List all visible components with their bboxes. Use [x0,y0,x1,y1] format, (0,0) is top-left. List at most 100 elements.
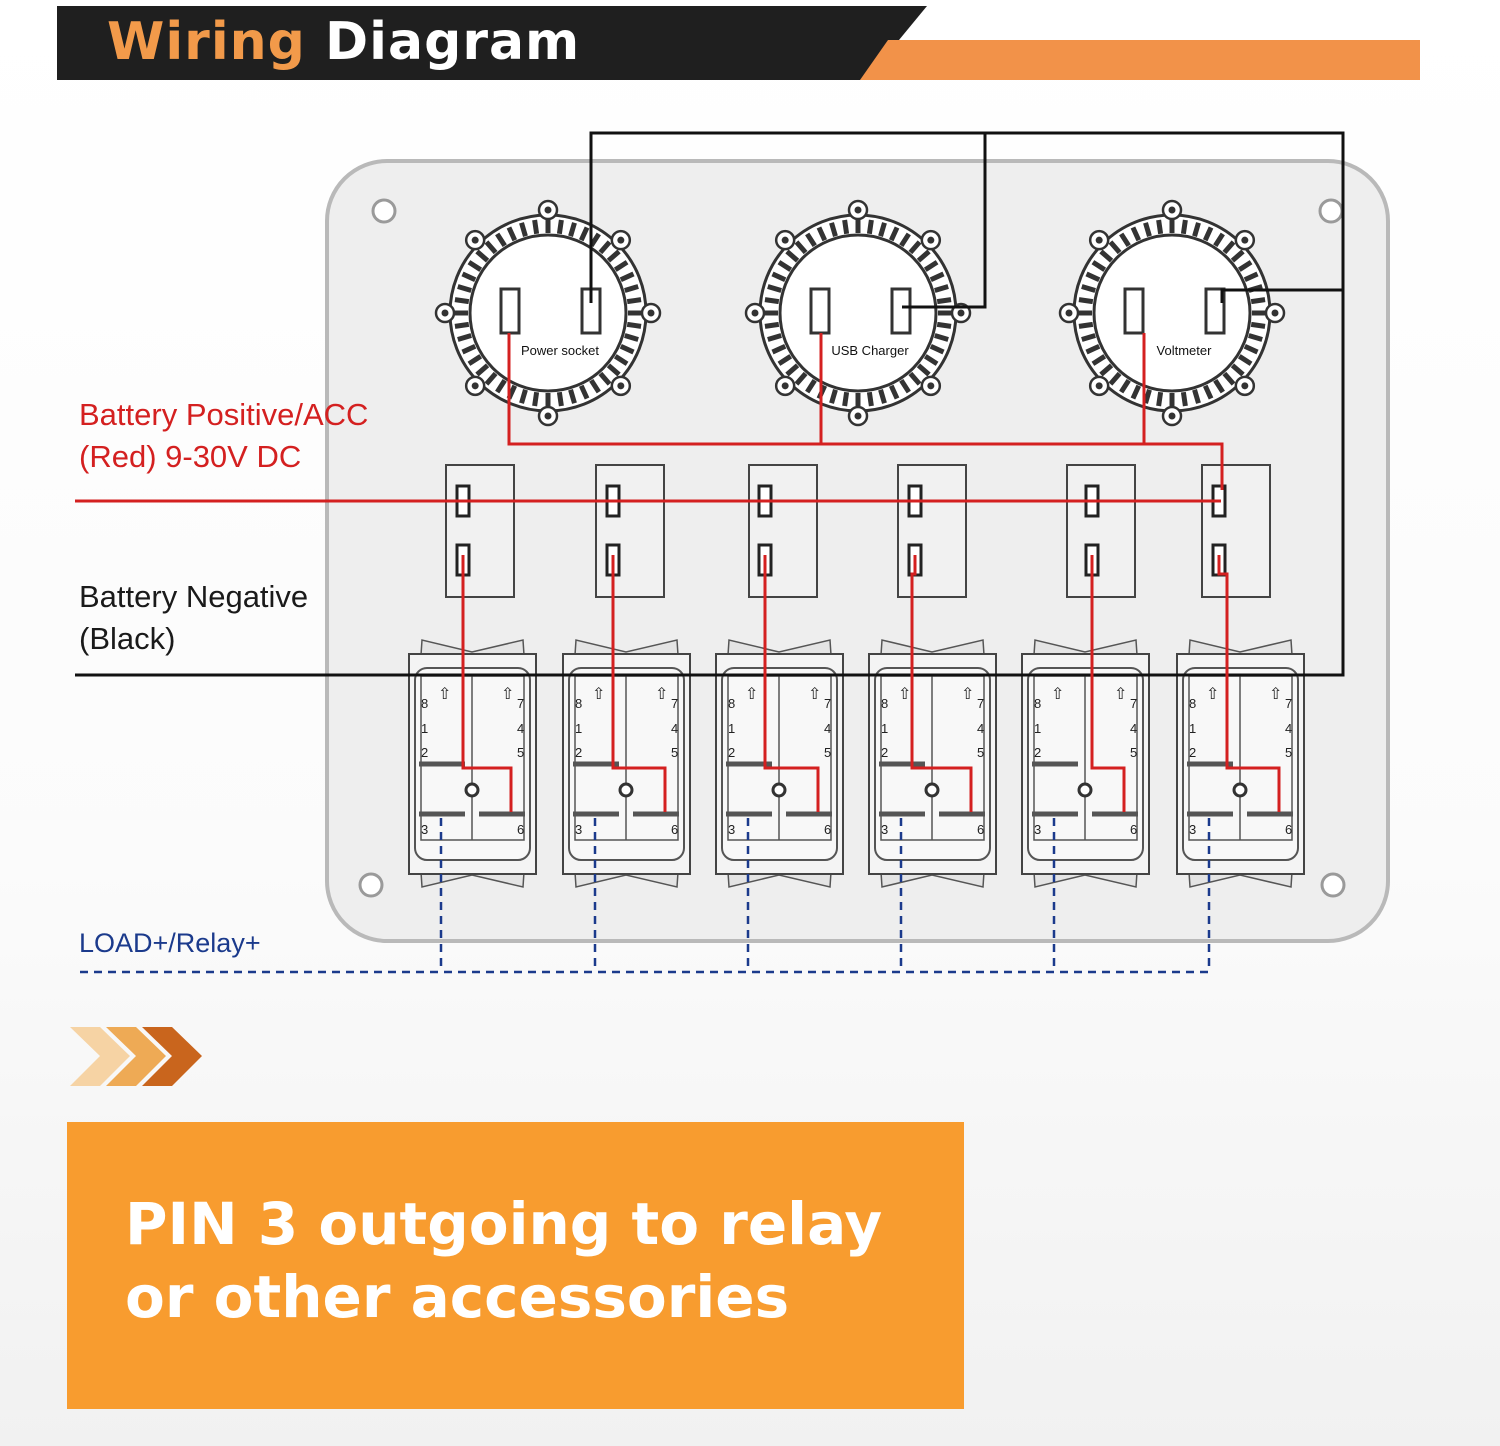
pin-number: 2 [1034,745,1041,760]
gauge-tooth [1091,260,1107,272]
switch-feed-wire [1217,555,1281,812]
fuse-holder-5 [1066,464,1136,598]
gauge-tooth [916,249,931,263]
gauge-tooth [1085,271,1101,283]
gauge-lug-hole [544,412,552,420]
gauge-tooth [1130,384,1142,400]
gauge-lug-hole [647,309,655,317]
gauge-lug-hole [544,206,552,214]
gauge-tooth [1143,389,1152,404]
gauge-lug-hole [957,309,965,317]
gauge-tooth [613,354,629,366]
pin-number: 4 [671,721,678,736]
negative-usb-wire [902,133,987,309]
gauge-lug-hole [927,382,935,390]
lamp-arrow-icon: ⇧ [1269,686,1282,703]
gauge-tooth [1156,219,1164,235]
gauge-lug-hole [781,382,789,390]
gauge-tooth [495,378,507,394]
gauge-tooth [842,391,850,407]
gauge-tooth [1192,222,1201,237]
pin-number: 3 [728,822,735,837]
pin-number: 7 [1130,696,1137,711]
switch-feed-wire [910,555,973,812]
pin-number: 5 [977,745,984,760]
pin-number: 4 [1285,721,1292,736]
gauge-terminal-positive [499,287,521,335]
pin-number: 6 [671,822,678,837]
gauge-terminal-negative [1204,287,1226,335]
pin-number: 2 [1189,745,1196,760]
gauge-face [1092,233,1252,393]
gauge-tooth [1085,343,1101,355]
gauge-tooth [888,226,900,242]
battery-negative-line1: Battery Negative [79,579,309,614]
gauge-tooth [461,343,477,355]
gauge-lug-hole [1241,236,1249,244]
pin-number: 5 [517,745,524,760]
switch-feed-wire [461,555,513,812]
gauge-tooth [1119,232,1131,248]
gauge-1: Power socket [434,199,662,427]
lamp-arrow-icon: ⇧ [898,686,911,703]
gauge-tooth [934,284,949,293]
gauge-tooth [1248,333,1263,342]
gauge-tooth [866,391,874,407]
lamp-arrow-icon: ⇧ [961,686,974,703]
gauge-lug-hole [1241,382,1249,390]
gauge-tooth [1081,284,1096,293]
pin-number: 1 [575,721,582,736]
gauge-tooth [606,249,621,263]
pin-number: 5 [1285,745,1292,760]
pin-number: 6 [824,822,831,837]
gauge-tooth [777,354,793,366]
gauge-tooth [936,297,952,305]
gauge-2: USB Charger [744,199,972,427]
pin-number: 2 [728,745,735,760]
gauge-tooth [1237,354,1253,366]
battery-positive-label: Battery Positive/ACC (Red) 9-30V DC [79,394,368,478]
gauge-face [468,233,628,393]
gauge-tooth [794,371,808,386]
mounting-hole [1320,872,1346,898]
gauge-tooth [1243,271,1259,283]
gauge-lug-hole [1065,309,1073,317]
gauge-tooth [767,333,782,342]
switch-feed-wire [611,555,667,812]
lamp-arrow-icon: ⇧ [501,686,514,703]
gauge-lug-hole [1271,309,1279,317]
switch-pivot [924,782,940,798]
gauge-tooth [454,321,470,329]
pin-number: 7 [517,696,524,711]
gauge-tooth [1078,297,1094,305]
switch-wires [461,555,1281,812]
pin-number: 2 [575,745,582,760]
title-word-diagram: Diagram [325,12,581,72]
negative-wiring [75,131,1345,677]
gauge-tooth [589,378,601,394]
gauge-terminal-positive [1123,287,1145,335]
chevron-icon [106,1027,166,1086]
pin-number: 6 [1285,822,1292,837]
gauge-tooth [1108,371,1122,386]
pin-number: 8 [575,696,582,711]
fuse-holder-2 [595,464,665,598]
pin-number: 3 [1189,822,1196,837]
gauge-tooth [467,354,483,366]
gauge-tooth [1222,371,1236,386]
load-relay-label: LOAD+/Relay+ [79,928,261,958]
gauge-tooth [1099,249,1114,263]
header-bar [57,6,927,80]
mounting-hole [371,198,397,224]
gauge-tooth [1230,363,1245,377]
gauge-tooth [578,226,590,242]
gauge-tooth [606,363,621,377]
fuse-holder-4 [897,464,967,598]
load-wiring [80,818,1214,974]
gauge-terminal-negative [890,287,912,335]
gauge-tooth [1156,391,1164,407]
gauge-tooth [899,378,911,394]
gauge-tooth [1180,391,1188,407]
